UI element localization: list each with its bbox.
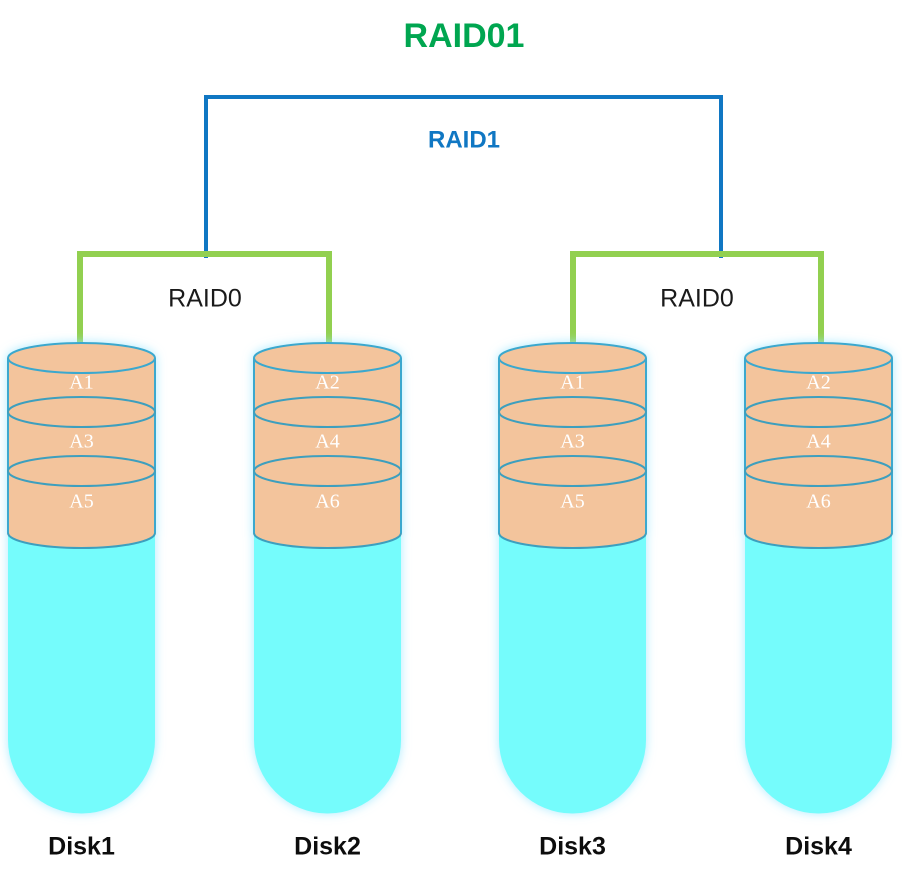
disk1-divider-2 bbox=[7, 470, 156, 487]
disk1-block-1: A3 bbox=[69, 431, 93, 453]
disk1-divider-1b bbox=[7, 396, 156, 413]
disk-cylinder-4[interactable]: A2 A4 A6 bbox=[744, 342, 893, 814]
disk2-body bbox=[254, 500, 401, 814]
disk1-divider-2b bbox=[7, 455, 156, 472]
disk4-divider-1b bbox=[744, 396, 893, 413]
disk3-blocks-body bbox=[499, 358, 646, 549]
disk2-divider-2b bbox=[253, 455, 402, 472]
disk1-block-0: A1 bbox=[69, 372, 93, 394]
disk2-block-1: A4 bbox=[315, 431, 339, 453]
disk3-divider-1 bbox=[498, 411, 647, 428]
disk2-block-2: A6 bbox=[315, 491, 339, 513]
disk-cylinder-2[interactable]: A2 A4 A6 bbox=[253, 342, 402, 814]
raid0-right-connector bbox=[570, 251, 824, 352]
disk4-divider-1 bbox=[744, 411, 893, 428]
disk4-block-2: A6 bbox=[806, 491, 830, 513]
disk1-label: Disk1 bbox=[48, 833, 115, 861]
disk1-body bbox=[8, 500, 155, 814]
raid0-left-label: RAID0 bbox=[168, 285, 242, 313]
disk2-divider-1 bbox=[253, 411, 402, 428]
disk2-sides bbox=[253, 358, 402, 533]
disk1-top-ellipse bbox=[7, 342, 156, 374]
disk2-top-ellipse bbox=[253, 342, 402, 374]
disk4-divider-3 bbox=[744, 532, 893, 549]
disk4-block-0: A2 bbox=[806, 372, 830, 394]
raid0-right-label: RAID0 bbox=[660, 285, 734, 313]
disk3-block-0: A1 bbox=[560, 372, 584, 394]
disk3-divider-1b bbox=[498, 396, 647, 413]
disk2-divider-2 bbox=[253, 470, 402, 487]
raid0-left-connector bbox=[77, 251, 332, 352]
disk3-divider-3 bbox=[498, 532, 647, 549]
disk3-sides bbox=[498, 358, 647, 533]
disk3-label: Disk3 bbox=[539, 833, 606, 861]
disk4-block-1: A4 bbox=[806, 431, 830, 453]
disk4-divider-2b bbox=[744, 455, 893, 472]
disk2-divider-1b bbox=[253, 396, 402, 413]
raid1-label: RAID1 bbox=[428, 126, 500, 153]
disk3-top-ellipse bbox=[498, 342, 647, 374]
disk3-body bbox=[499, 500, 646, 814]
raid1-connector bbox=[204, 95, 723, 258]
disk-cylinder-1[interactable]: A1 A3 A5 bbox=[7, 342, 156, 814]
disk2-divider-3 bbox=[253, 532, 402, 549]
disk1-divider-1 bbox=[7, 411, 156, 428]
disk1-divider-3 bbox=[7, 532, 156, 549]
disk4-divider-2 bbox=[744, 470, 893, 487]
disk3-block-2: A5 bbox=[560, 491, 584, 513]
disk1-block-2: A5 bbox=[69, 491, 93, 513]
disk2-block-0: A2 bbox=[315, 372, 339, 394]
disk2-blocks-body bbox=[254, 358, 401, 549]
disk4-blocks-body bbox=[745, 358, 892, 549]
page-title: RAID01 bbox=[404, 17, 525, 55]
disk4-sides bbox=[744, 358, 893, 533]
disk1-blocks-body bbox=[8, 358, 155, 549]
disk-cylinder-3[interactable]: A1 A3 A5 bbox=[498, 342, 647, 814]
disk3-divider-2b bbox=[498, 455, 647, 472]
disk3-block-1: A3 bbox=[560, 431, 584, 453]
disk4-label: Disk4 bbox=[785, 833, 852, 861]
disk4-top-ellipse bbox=[744, 342, 893, 374]
disk4-body bbox=[745, 500, 892, 814]
disk3-divider-2 bbox=[498, 470, 647, 487]
disk1-sides bbox=[7, 358, 156, 533]
disk2-label: Disk2 bbox=[294, 833, 361, 861]
